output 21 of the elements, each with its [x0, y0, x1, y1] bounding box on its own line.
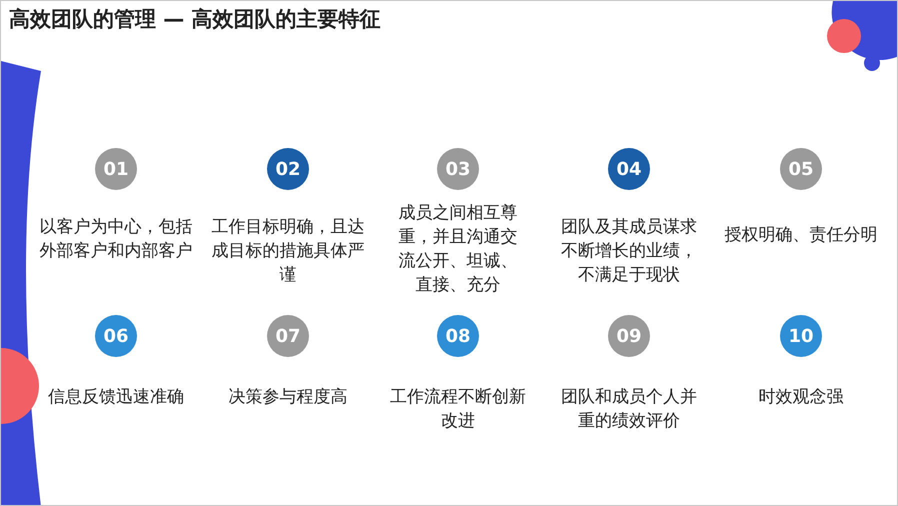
item-description: 成员之间相互尊重，并且沟通交流公开、坦诚、直接、充分	[398, 202, 518, 297]
slide-title: 高效团队的管理 — 高效团队的主要特征	[9, 6, 381, 33]
number-circle: 05	[780, 148, 822, 190]
item-description: 工作目标明确，且达成目标的措施具体严谨	[210, 216, 366, 287]
number-circle: 02	[267, 148, 309, 190]
item-description: 时效观念强	[758, 386, 844, 409]
item-description: 以客户为中心，包括外部客户和内部客户	[38, 216, 194, 263]
number-circle: 03	[437, 148, 479, 190]
item-description: 决策参与程度高	[228, 386, 348, 409]
item-description: 授权明确、责任分明	[724, 224, 878, 247]
number-circle: 08	[437, 315, 479, 357]
number-circle: 07	[267, 315, 309, 357]
number-circle: 04	[608, 148, 650, 190]
item-description: 信息反馈迅速准确	[47, 386, 185, 409]
number-circle: 10	[780, 315, 822, 357]
number-circle: 01	[95, 148, 137, 190]
item-description: 团队及其成员谋求不断增长的业绩，不满足于现状	[560, 216, 698, 287]
item-description: 团队和成员个人并重的绩效评价	[560, 386, 698, 433]
item-description: 工作流程不断创新改进	[389, 386, 527, 433]
number-circle: 06	[95, 315, 137, 357]
number-circle: 09	[608, 315, 650, 357]
